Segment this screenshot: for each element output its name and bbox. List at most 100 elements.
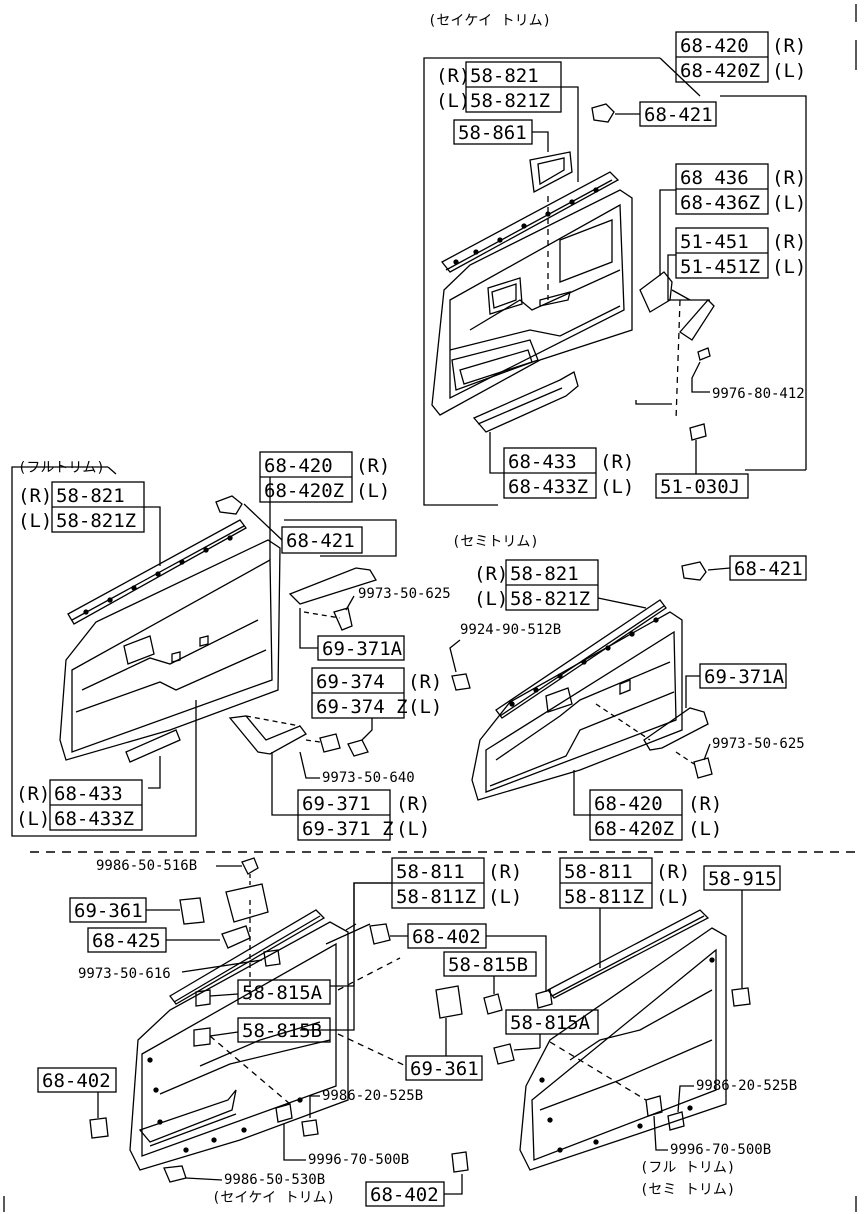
part-number: 68 436 xyxy=(680,167,749,189)
clip-part xyxy=(493,1043,515,1065)
part-number: 58-815A xyxy=(510,1012,591,1034)
part-number: 68-433 xyxy=(54,783,123,805)
part-number: 9986-20-525B xyxy=(322,1088,423,1104)
label-group-58-815a-b: 58-815A xyxy=(493,1009,599,1065)
part-number: 9996-70-500B xyxy=(670,1142,771,1158)
label-group-68-420-semi: 68-420 68-420Z (R) (L) xyxy=(573,770,722,841)
side-right: (R) xyxy=(18,485,52,507)
side-right: (R) xyxy=(474,563,508,585)
label-group-68-433-top: 68-433 68-433Z (R) (L) xyxy=(489,400,672,499)
label-group-69-361-b: 69-361 xyxy=(337,957,483,1081)
part-number: 69-371A xyxy=(322,638,403,660)
clip-part xyxy=(215,495,243,515)
bracket-part xyxy=(221,925,251,949)
part-number: 68-421 xyxy=(734,558,803,580)
clip-part xyxy=(535,989,553,1009)
clip-part xyxy=(483,993,503,1015)
label-group-58-815b-a: 58-815B xyxy=(443,951,537,1015)
label-group-58-815a-a: 58-815A xyxy=(209,979,331,1005)
part-number: 51-451 xyxy=(680,231,749,253)
screw-part xyxy=(667,1111,685,1131)
part-number: 69-371A xyxy=(704,666,785,688)
label-group-68-402-a: 68-402 xyxy=(369,923,547,992)
part-number: 58-811 xyxy=(396,861,465,883)
clip-part xyxy=(241,857,259,875)
caption-bottom-left: (セイケイ トリム) xyxy=(212,1190,335,1206)
caption-top: (セイケイ トリム) xyxy=(428,13,551,29)
part-number: 9924-90-512B xyxy=(460,622,561,638)
part-number: 9973-50-625 xyxy=(712,736,805,752)
side-left: (L) xyxy=(356,480,390,502)
label-group-58-821-left: (R) (L) 58-821 58-821Z xyxy=(18,481,161,566)
clip-part xyxy=(731,987,751,1007)
part-number: 69-371 Z xyxy=(302,818,394,840)
part-number: 58-821Z xyxy=(470,90,550,112)
part-number: 68-421 xyxy=(286,530,355,552)
door-panel-left xyxy=(59,519,281,761)
part-number: 69-374 xyxy=(316,671,385,693)
label-group-68-402-b: 68-402 xyxy=(37,1067,117,1139)
cap-part xyxy=(347,739,369,757)
part-number: 68-420 xyxy=(594,793,663,815)
screw-part xyxy=(163,1165,187,1183)
label-group-69-371a-semi: 69-371A xyxy=(643,663,787,751)
label-group-58-861: 58-861 xyxy=(453,119,573,194)
part-number: 68-420Z xyxy=(264,480,344,502)
side-right: (R) xyxy=(16,783,50,805)
side-right: (R) xyxy=(772,167,806,189)
part-number: 68-420Z xyxy=(594,818,674,840)
door-panel-semi xyxy=(471,599,683,801)
escutcheon-part xyxy=(679,299,715,341)
label-group-68-433-left: (R) (L) 68-433 68-433Z xyxy=(16,779,143,831)
top-section-frame xyxy=(423,57,807,506)
side-left: (L) xyxy=(772,192,806,214)
side-right: (R) xyxy=(396,793,430,815)
part-number: 68-425 xyxy=(92,930,161,952)
label-group-58-815b-b: 58-815B xyxy=(209,1017,331,1043)
part-number: 69-361 xyxy=(410,1058,479,1080)
door-panel-bottom-right xyxy=(519,909,727,1171)
part-number: 69-361 xyxy=(74,900,143,922)
label-group-69-374: 69-374 69-374 Z (R) (L) xyxy=(311,667,442,741)
side-right: (R) xyxy=(436,65,470,87)
part-number: 58-821Z xyxy=(56,510,136,532)
part-number: 9973-50-640 xyxy=(322,770,415,786)
part-number: 68-433Z xyxy=(54,808,134,830)
part-number: 9986-20-525B xyxy=(696,1078,797,1094)
side-right: (R) xyxy=(356,455,390,477)
pull-handle-part xyxy=(643,707,709,751)
clip-part xyxy=(195,989,211,1007)
part-number: 58-815B xyxy=(242,1020,322,1042)
part-number: 51-030J xyxy=(660,476,740,498)
clip-part xyxy=(591,103,615,123)
part-number: 68-433Z xyxy=(508,476,588,498)
part-number: 68-402 xyxy=(412,926,481,948)
part-number: 9986-50-530B xyxy=(224,1172,325,1188)
part-number: 9986-50-516B xyxy=(96,858,197,874)
part-number: 9973-50-616 xyxy=(78,966,171,982)
part-number: 68-421 xyxy=(644,104,713,126)
armrest-part xyxy=(125,729,181,763)
part-number: 58-915 xyxy=(708,868,777,890)
side-left: (L) xyxy=(18,510,52,532)
clip-part xyxy=(89,1117,109,1139)
label-group-58-915: 58-915 xyxy=(703,865,781,1007)
part-number: 58-811 xyxy=(564,861,633,883)
label-group-58-821-top: (R) (L) 58-821 58-821Z xyxy=(436,61,579,182)
inner-handle-part xyxy=(639,271,673,313)
label-group-69-371-left: 69-371 69-371 Z (R) (L) xyxy=(271,752,430,841)
label-group-68-425: 68-425 xyxy=(87,925,251,953)
grommet-part xyxy=(275,1103,293,1123)
screw-part xyxy=(263,949,281,967)
caption-bottom-full: (フル トリム) xyxy=(640,1160,735,1176)
side-right: (R) xyxy=(600,451,634,473)
side-right: (R) xyxy=(772,35,806,57)
part-number: 68-402 xyxy=(370,1184,439,1206)
side-left: (L) xyxy=(408,696,442,718)
side-right: (R) xyxy=(688,793,722,815)
part-number: 68-420 xyxy=(264,455,333,477)
side-left: (L) xyxy=(16,808,50,830)
clip-part xyxy=(451,1151,469,1173)
label-group-68-420-top: 68-420 68-420Z (R) (L) xyxy=(675,31,806,83)
